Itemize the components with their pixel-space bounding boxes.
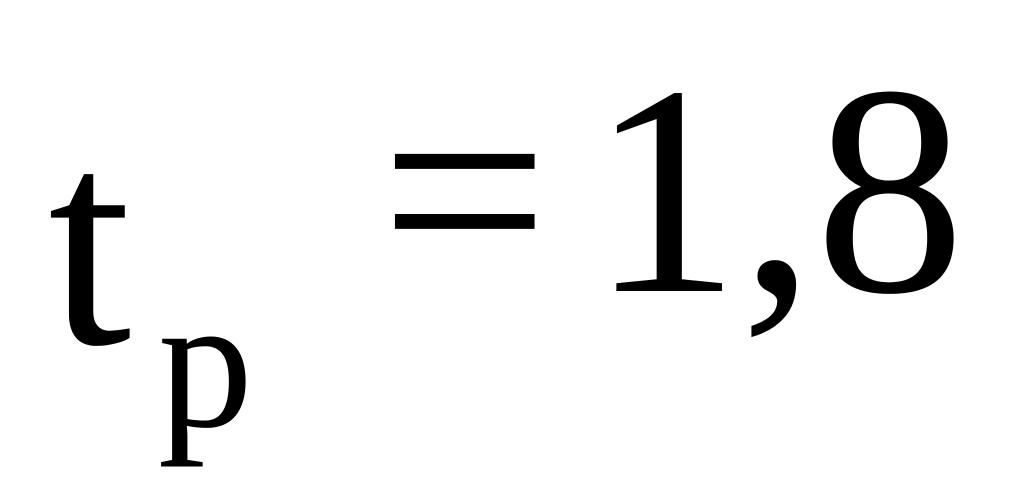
equals-sign: = (380, 24, 550, 356)
variable-t: t (48, 76, 132, 408)
formula-value: 1,8 (590, 24, 965, 356)
subscript-p: p (158, 258, 253, 468)
